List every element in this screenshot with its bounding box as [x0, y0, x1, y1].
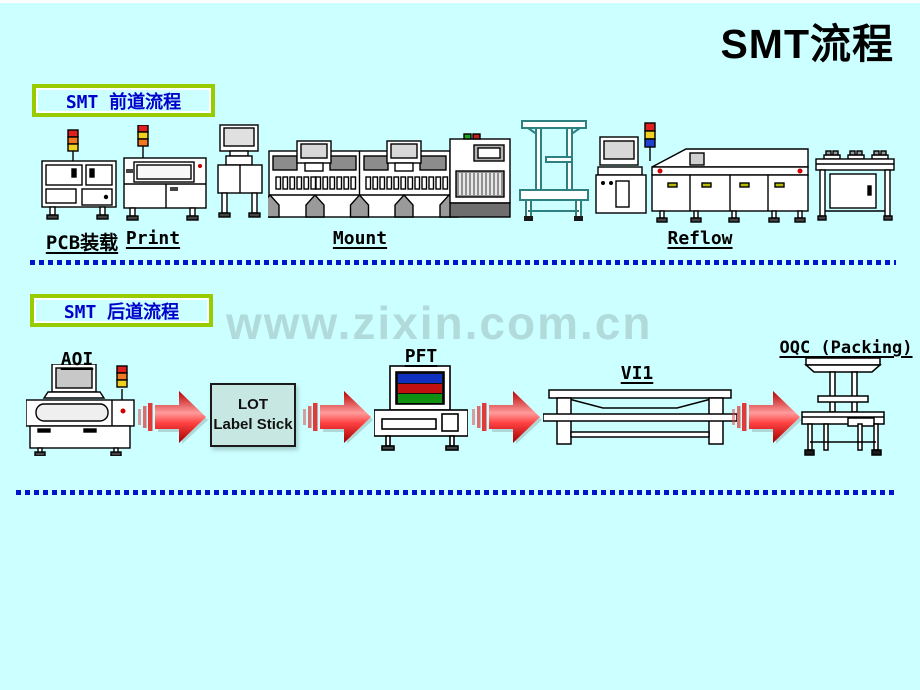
buffer-rack-icon [519, 120, 589, 221]
aoi-machine-icon [26, 364, 135, 456]
back-section-box: SMT 后道流程 [30, 294, 213, 327]
lot-label-stick-box: LOT Label Stick [210, 383, 296, 447]
flow-arrow-icon [732, 391, 802, 444]
vi1-conveyor-icon [543, 389, 737, 445]
step-label-pcb-load: PCB装载 [45, 232, 119, 254]
printer-machine-icon [123, 125, 207, 221]
flow-arrow-icon [303, 391, 373, 444]
step-label-mount: Mount [332, 228, 388, 249]
pft-machine-icon [374, 365, 468, 451]
dotted-divider-top [30, 260, 896, 265]
watermark-text: www.zixin.com.cn [226, 297, 653, 349]
lot-box-line2: Label Stick [213, 416, 293, 433]
flow-arrow-icon [472, 391, 542, 444]
step-label-reflow: Reflow [667, 228, 733, 249]
back-section-heading: SMT 后道流程 [63, 301, 180, 323]
oqc-workbench-icon [801, 357, 885, 456]
front-section-heading: SMT 前道流程 [65, 91, 182, 113]
pcb-loader-machine-icon [41, 129, 117, 220]
step-label-pft: PFT [404, 346, 438, 367]
mounter-machine-icon [268, 133, 511, 218]
reflow-oven-icon [595, 122, 809, 223]
step-label-aoi: AOI [60, 349, 94, 370]
step-label-vi1: VI1 [620, 363, 654, 384]
step-label-print: Print [125, 228, 181, 249]
computer-station-icon [217, 124, 263, 218]
step-label-oqc: OQC (Packing) [779, 338, 913, 358]
lot-box-line1: LOT [238, 395, 268, 413]
flow-arrow-icon [138, 391, 208, 444]
slide-title: SMT流程 [720, 21, 894, 67]
dotted-divider-bottom [16, 490, 896, 495]
front-section-box: SMT 前道流程 [32, 84, 215, 117]
top-edge-strip [0, 0, 920, 3]
workbench-icon [815, 150, 895, 221]
